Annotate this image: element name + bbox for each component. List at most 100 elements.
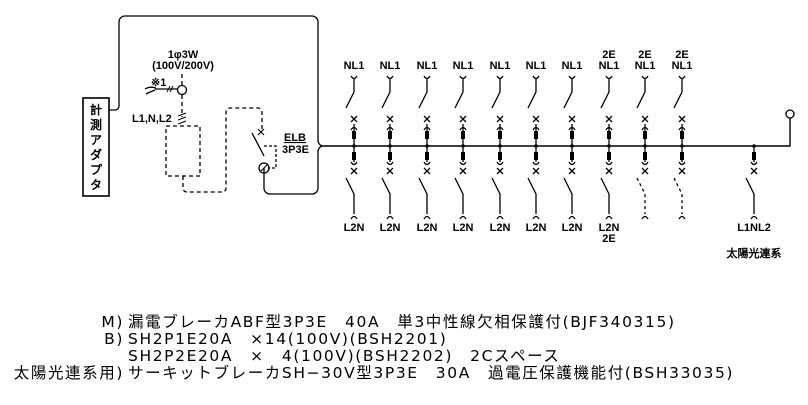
main-bus <box>322 118 791 147</box>
contact-x-bottom <box>641 167 649 175</box>
output-terminal <box>785 109 795 119</box>
fuse-element-top <box>607 131 611 139</box>
switch-contact-top <box>600 91 610 109</box>
solar-branch-circuit <box>745 144 758 220</box>
switch-contact-bottom <box>636 177 646 214</box>
terminal-top <box>641 75 649 92</box>
circuit-top-label: NL1 <box>490 60 511 72</box>
terminal-top <box>423 75 431 92</box>
elb-label: ELB <box>284 132 306 144</box>
fuse-element-bottom <box>534 152 538 160</box>
terminal-bottom <box>605 215 613 220</box>
fuse-element-bottom <box>498 152 502 160</box>
contact-x-bottom <box>568 167 576 175</box>
adapter-label-char: ダ <box>90 147 102 162</box>
note-prefix: 太陽光連系用) <box>13 364 124 382</box>
contact-x-top <box>350 115 358 123</box>
circuit-top-label: 2E <box>675 49 688 61</box>
measurement-adapter-box <box>82 97 110 197</box>
switch-contact-top <box>491 91 501 109</box>
fuse-element-bottom <box>680 152 684 160</box>
switch-contact-top <box>345 91 355 109</box>
terminal-top <box>496 75 504 92</box>
contact-x-top <box>532 115 540 123</box>
supply-phases: L1,N,L2 <box>132 113 172 125</box>
note-prefix: M) <box>101 313 124 331</box>
contact-x-top <box>459 115 467 123</box>
fuse-element-top <box>498 131 502 139</box>
terminal-bottom <box>350 215 358 220</box>
terminal-top <box>605 75 613 92</box>
terminal-bottom <box>750 215 758 220</box>
circuit-top-label: NL1 <box>635 60 656 72</box>
elb-contact <box>251 132 265 157</box>
circuit-top-label: 2E <box>638 49 651 61</box>
switch-contact-top <box>381 91 391 109</box>
contact-x-bottom <box>386 167 394 175</box>
contact-x-bottom <box>678 167 686 175</box>
contact-x-bottom <box>350 167 358 175</box>
terminal-bottom <box>423 215 431 220</box>
branch-circuits: NL1L2NNL1L2NNL1L2NNL1L2NNL1L2NNL1L2NNL1L… <box>344 49 758 245</box>
switch-contact-bottom <box>745 177 755 214</box>
contact-x-top <box>496 115 504 123</box>
supply-wire <box>144 86 178 95</box>
circuit-bottom-label: L2N <box>490 222 511 234</box>
circuit-bottom-label: L2N <box>417 222 438 234</box>
fuse-cap-bottom <box>750 161 758 166</box>
circuit-top-label: NL1 <box>380 60 401 72</box>
fuse-element-top <box>643 131 647 139</box>
contact-x-bottom <box>750 167 758 175</box>
terminal-bottom <box>641 215 649 220</box>
fuse-cap-bottom <box>678 161 686 166</box>
contact-x-bottom <box>459 167 467 175</box>
terminal-top <box>459 75 467 92</box>
circuit-top-label: NL1 <box>599 60 620 72</box>
circuit-bottom-label: L2N <box>453 222 474 234</box>
note-text: サーキットブレーカSH−30V型3P3E 30A 過電圧保護機能付(BSH330… <box>128 364 735 382</box>
switch-contact-top <box>527 91 537 109</box>
fuse-element-top <box>534 131 538 139</box>
terminal-bottom <box>678 215 686 220</box>
note-text: SH2P2E20A × 4(100V)(BSH2202) 2Cスペース <box>128 347 561 365</box>
solar-circuit-label: L1NL2 <box>737 222 771 234</box>
terminal-top <box>532 75 540 92</box>
terminal-top <box>386 75 394 92</box>
supply-terminal <box>176 84 188 96</box>
circuit-bottom-label: L2N <box>599 222 620 234</box>
switch-contact-bottom <box>345 177 355 214</box>
fuse-element-bottom <box>752 152 756 160</box>
fuse-element-top <box>570 131 574 139</box>
contact-x-top <box>605 115 613 123</box>
fuse-element-top <box>352 131 356 139</box>
fuse-element-bottom <box>388 152 392 160</box>
switch-contact-top <box>563 91 573 109</box>
fuse-cap-bottom <box>423 161 431 166</box>
circuit-top-label: NL1 <box>672 60 693 72</box>
fuse-element-bottom <box>607 152 611 160</box>
fuse-element-bottom <box>461 152 465 160</box>
circuit-bottom-label: 2E <box>602 233 615 245</box>
contact-x-top <box>423 115 431 123</box>
adapter-label-char: タ <box>90 178 102 192</box>
switch-contact-top <box>454 91 464 109</box>
contact-x-bottom <box>423 167 431 175</box>
circuit-bottom-label: L2N <box>562 222 583 234</box>
circuit-top-label: NL1 <box>562 60 583 72</box>
switch-contact-bottom <box>527 177 537 214</box>
terminal-bottom <box>459 215 467 220</box>
fuse-element-bottom <box>570 152 574 160</box>
circuit-top-label: NL1 <box>344 60 365 72</box>
switch-contact-bottom <box>454 177 464 214</box>
contact-x-top <box>641 115 649 123</box>
fuse-cap-bottom <box>350 161 358 166</box>
circuit-top-label: 2E <box>602 49 615 61</box>
meter-dashed-box <box>165 125 201 177</box>
switch-contact-bottom <box>673 177 683 214</box>
